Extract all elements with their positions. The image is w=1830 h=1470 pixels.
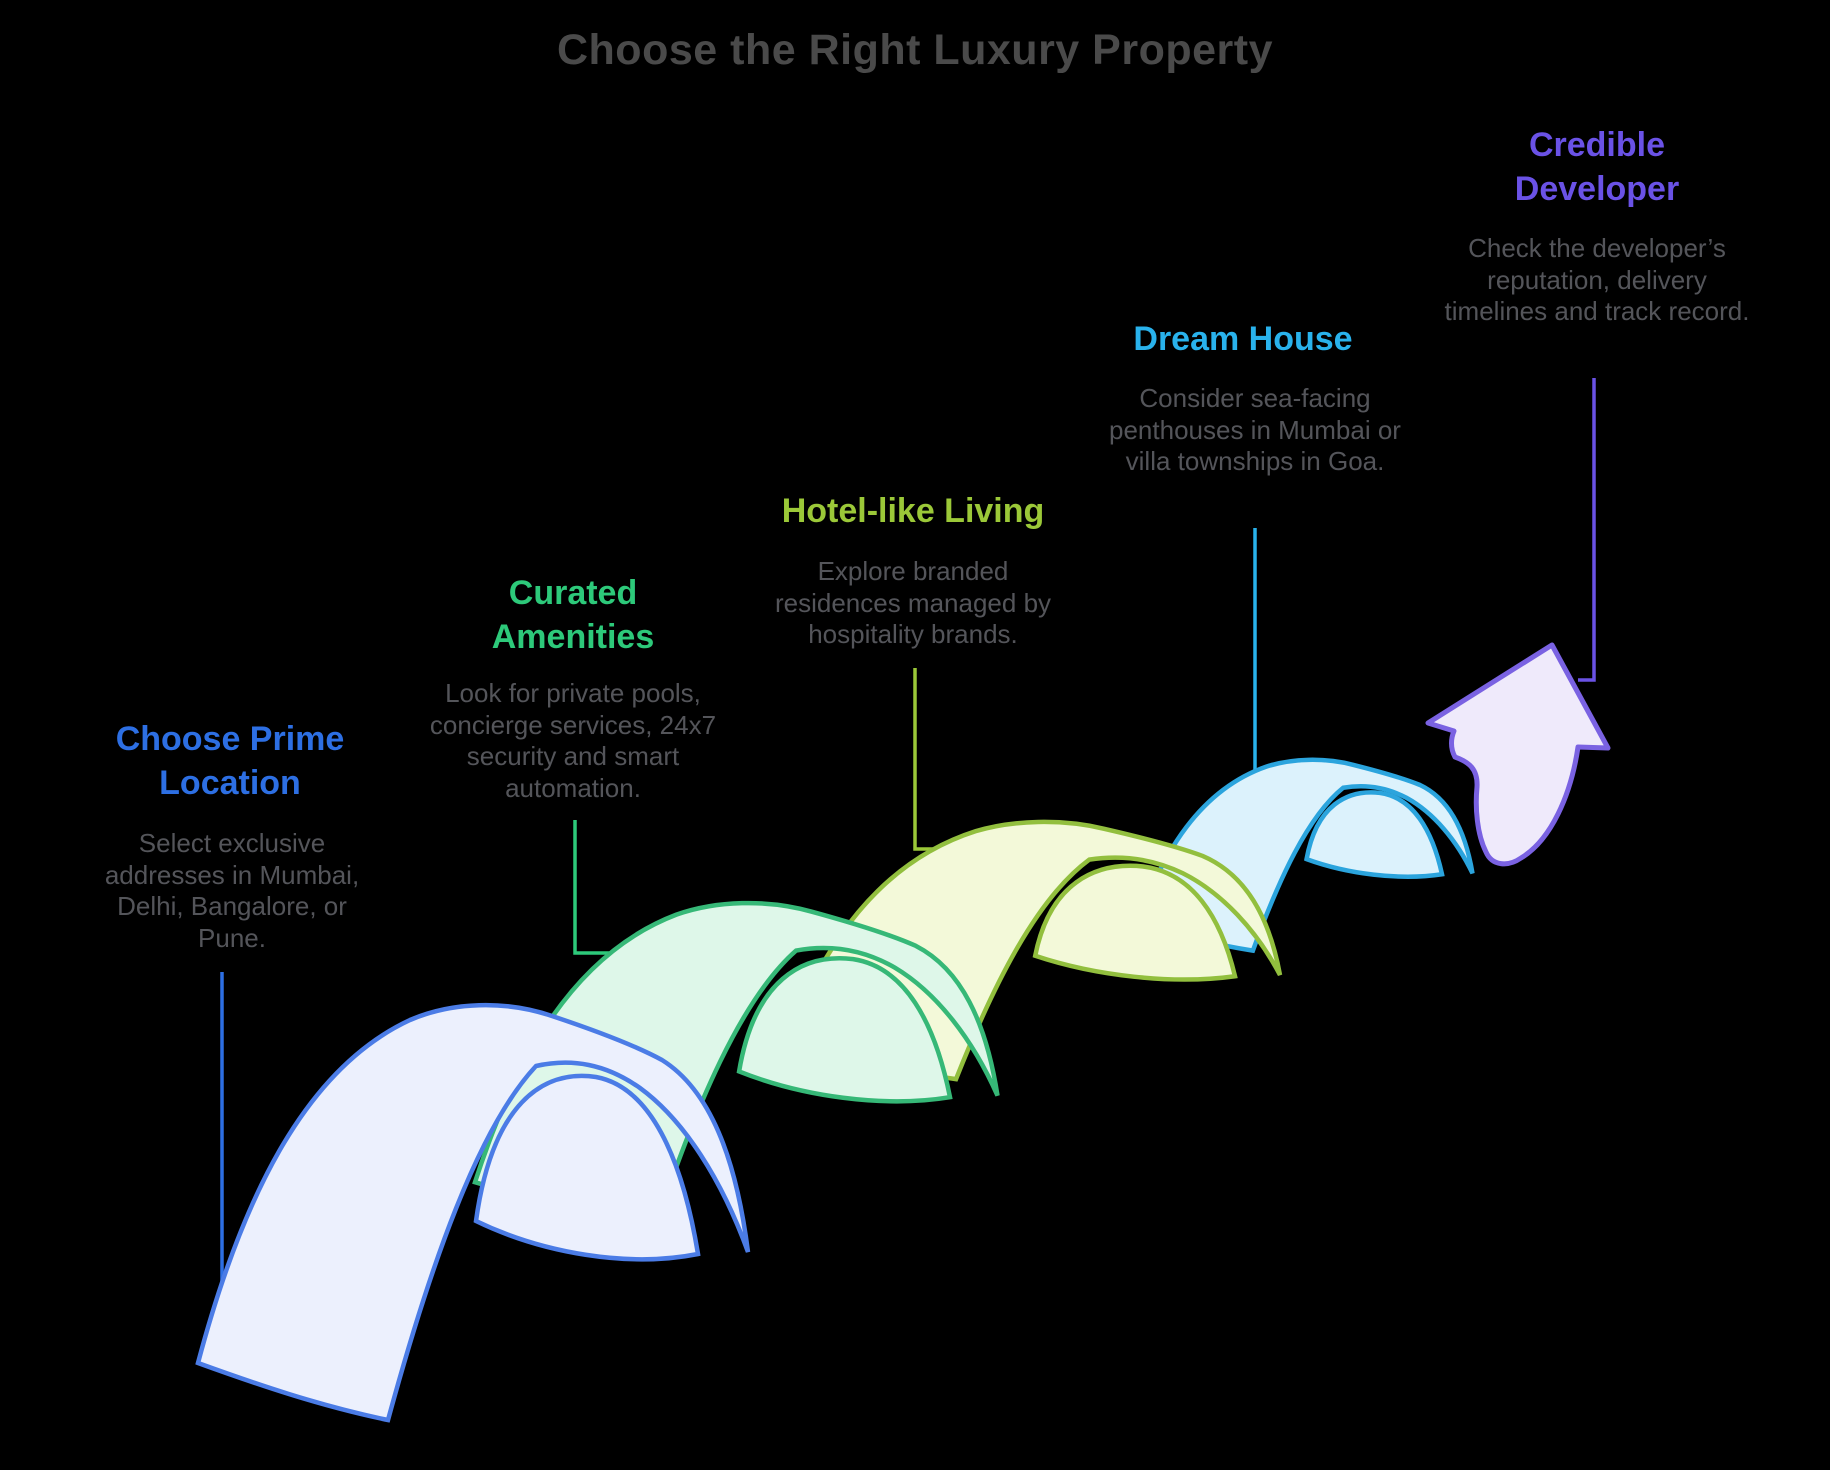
step-4-description: Consider sea-facing penthouses in Mumbai…: [1109, 383, 1401, 477]
step-5-connector-line: [1578, 378, 1596, 682]
growth-arrow-icon: [1425, 642, 1611, 867]
page-title: Choose the Right Luxury Property: [556, 26, 1274, 74]
step-2-description: Look for private pools, concierge servic…: [429, 678, 717, 804]
step-3-description: Explore branded residences managed by ho…: [774, 556, 1052, 650]
step-2-title: Curated Amenities: [491, 574, 655, 656]
step-5-description: Check the developer’s reputation, delive…: [1444, 233, 1750, 327]
step-1-description: Select exclusive addresses in Mumbai, De…: [104, 828, 360, 954]
step-3-title: Hotel-like Living: [781, 492, 1045, 530]
step-5-title: Credible Developer: [1514, 126, 1680, 208]
step-3-connector-line: [913, 668, 1020, 851]
step-1-title: Choose Prime Location: [115, 720, 345, 802]
wave-ribbon-1: [198, 1005, 748, 1420]
step-4-title: Dream House: [1133, 320, 1353, 358]
